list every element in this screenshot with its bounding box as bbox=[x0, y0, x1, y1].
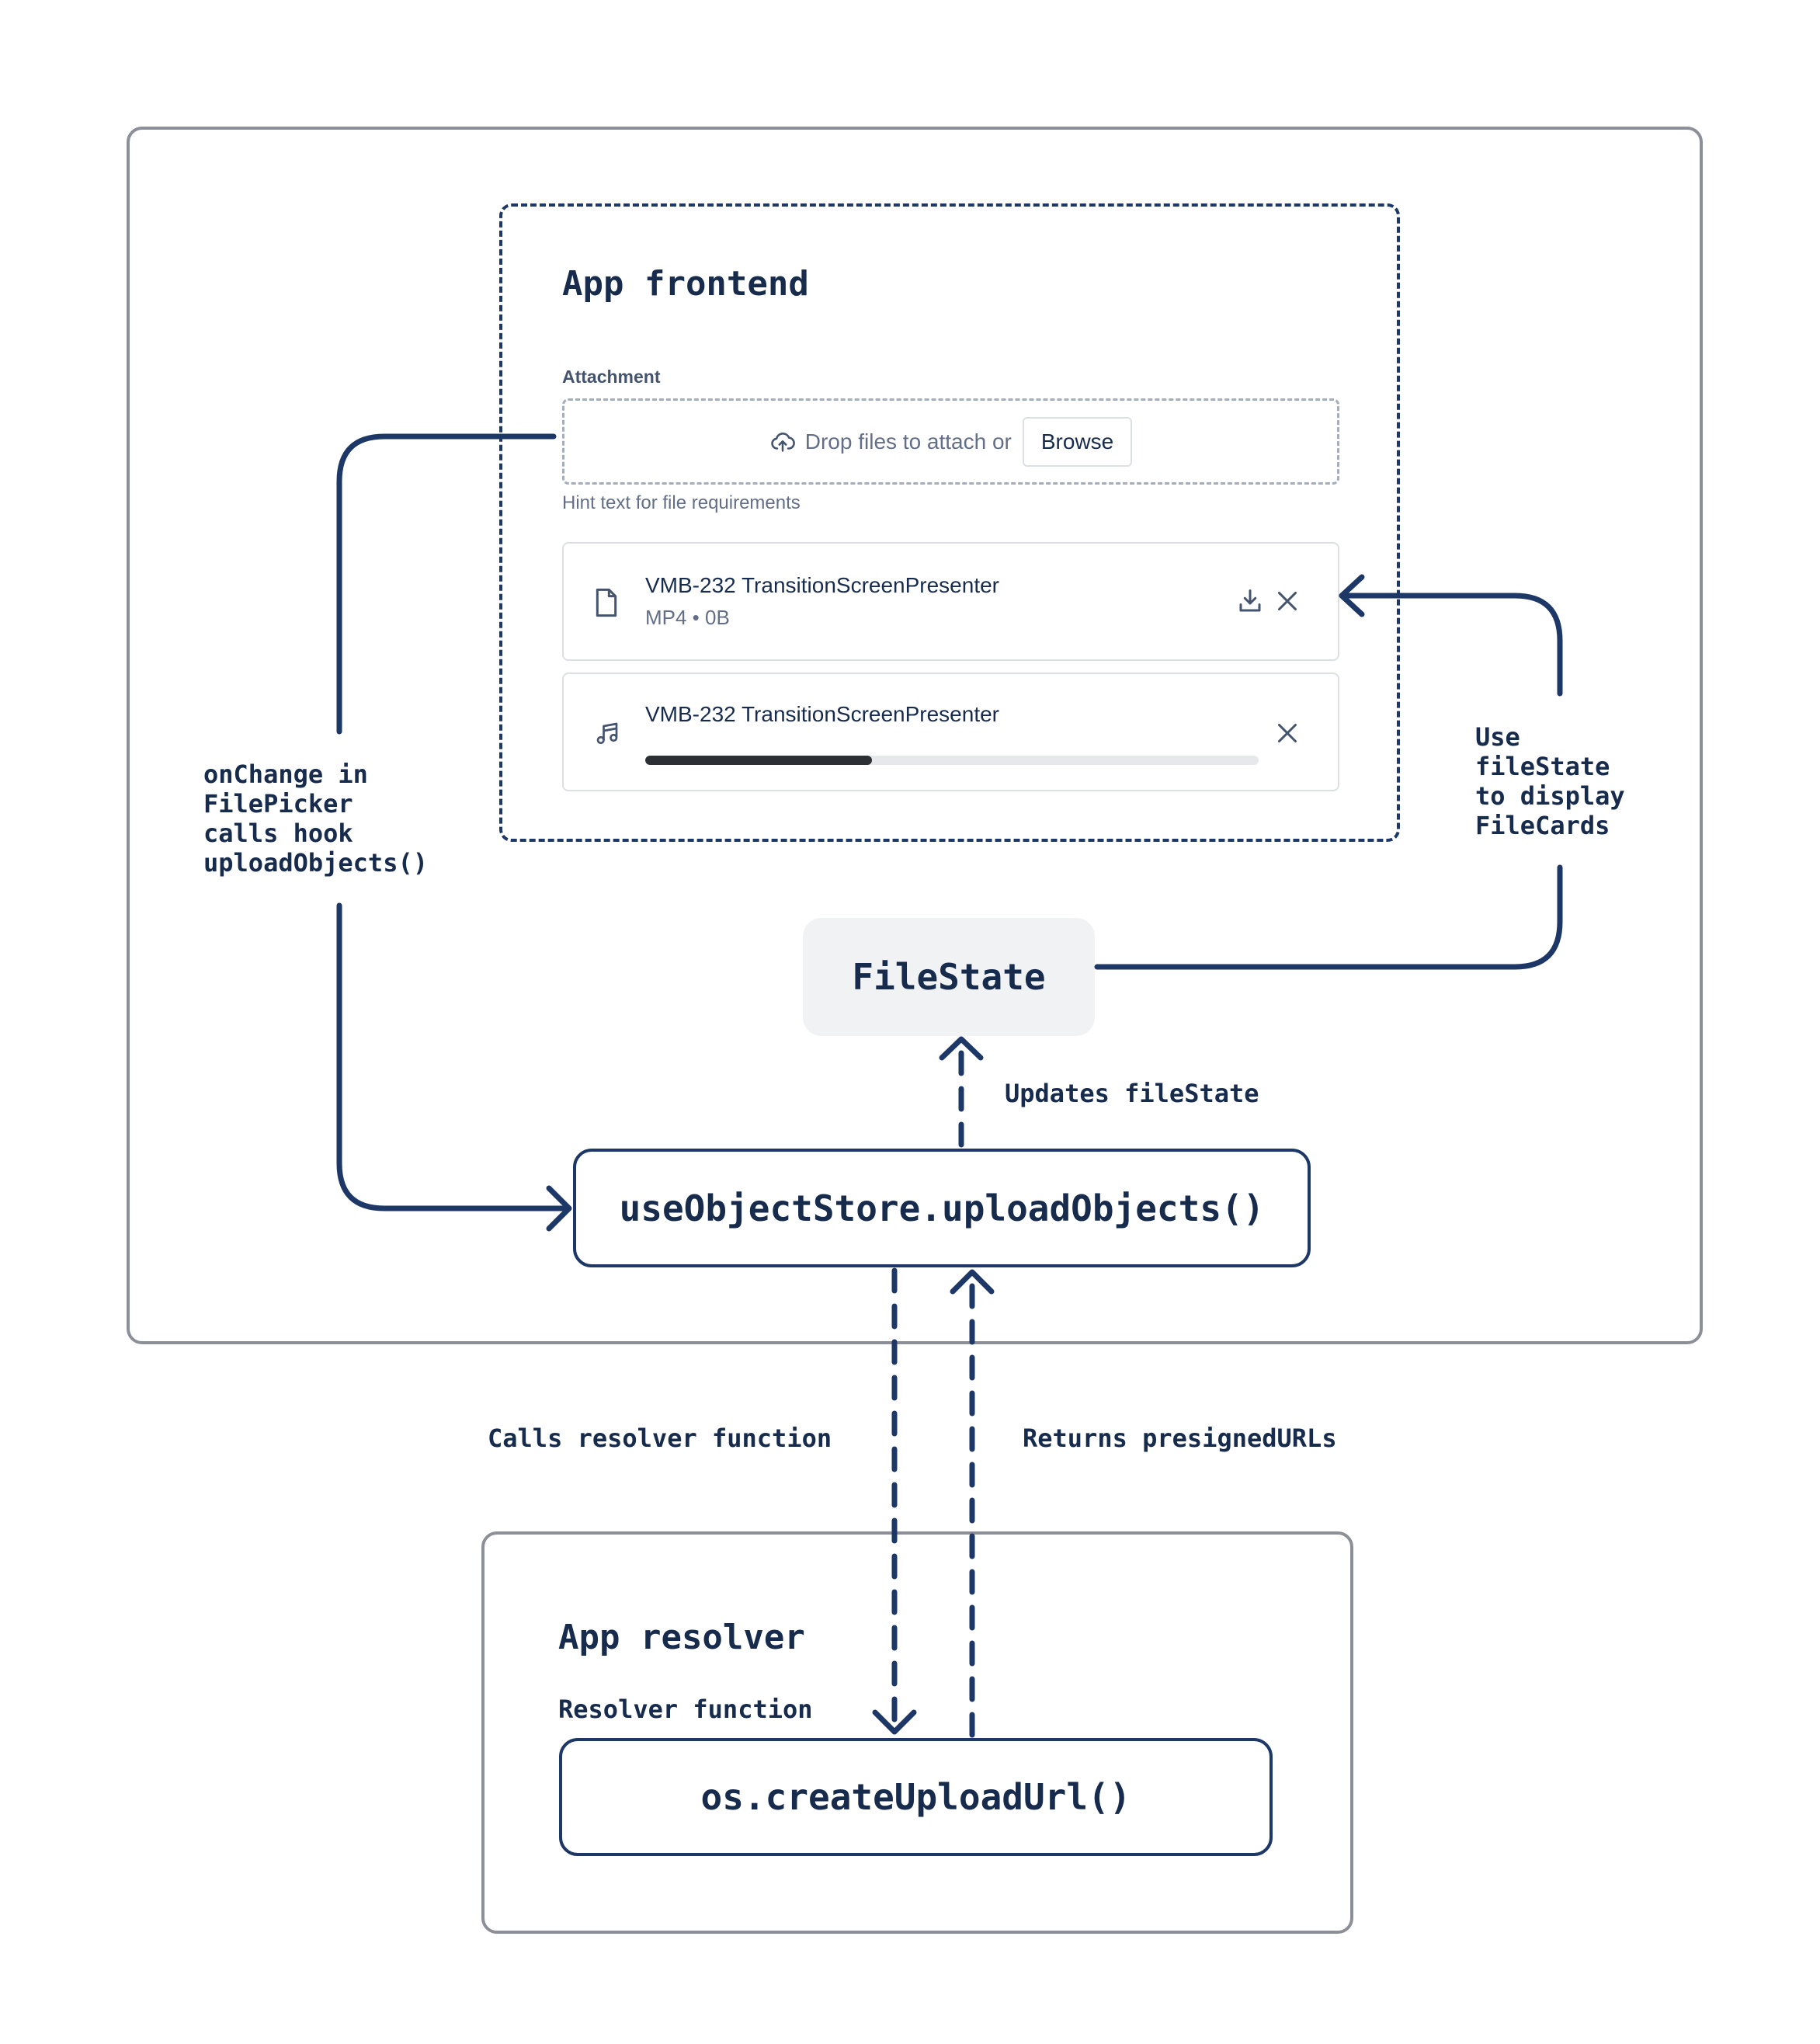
file-name: VMB-232 TransitionScreenPresenter bbox=[645, 702, 999, 726]
onchange-annotation: onChange in FilePicker calls hook upload… bbox=[203, 760, 428, 878]
resolver-title: App resolver bbox=[558, 1618, 805, 1657]
file-dropzone[interactable]: Drop files to attach or Browse bbox=[562, 398, 1339, 485]
annotation-line: fileState bbox=[1475, 752, 1610, 781]
hook-label: useObjectStore.uploadObjects() bbox=[619, 1187, 1265, 1229]
browse-button[interactable]: Browse bbox=[1022, 416, 1133, 467]
close-icon[interactable] bbox=[1273, 719, 1301, 747]
returns-urls-annotation: Returns presignedURLs bbox=[1023, 1424, 1337, 1453]
file-icon bbox=[596, 588, 617, 617]
drop-files-text: Drop files to attach or bbox=[804, 429, 1012, 454]
annotation-line: onChange in bbox=[203, 760, 368, 789]
file-meta: MP4 • 0B bbox=[645, 606, 730, 629]
upload-objects-hook-node: useObjectStore.uploadObjects() bbox=[573, 1149, 1311, 1267]
close-icon[interactable] bbox=[1273, 587, 1301, 615]
calls-resolver-annotation: Calls resolver function bbox=[488, 1424, 832, 1453]
upload-progress-bar bbox=[645, 756, 1259, 765]
cloud-upload-icon bbox=[771, 432, 795, 452]
music-icon bbox=[596, 722, 618, 745]
attachment-label: Attachment bbox=[562, 367, 661, 387]
file-name: VMB-232 TransitionScreenPresenter bbox=[645, 573, 999, 597]
create-upload-url-label: os.createUploadUrl() bbox=[700, 1776, 1131, 1818]
annotation-line: uploadObjects() bbox=[203, 848, 428, 878]
file-card: VMB-232 TransitionScreenPresenter MP4 • … bbox=[562, 542, 1339, 661]
upload-progress-fill bbox=[645, 756, 873, 765]
app-resolver-container bbox=[481, 1531, 1353, 1934]
create-upload-url-node: os.createUploadUrl() bbox=[559, 1738, 1273, 1856]
file-hint-text: Hint text for file requirements bbox=[562, 492, 801, 513]
annotation-line: calls hook bbox=[203, 819, 353, 848]
resolver-subtitle: Resolver function bbox=[558, 1695, 813, 1724]
file-card-uploading: VMB-232 TransitionScreenPresenter bbox=[562, 673, 1339, 791]
filestate-node: FileState bbox=[803, 918, 1095, 1036]
frontend-title: App frontend bbox=[562, 264, 809, 304]
download-icon[interactable] bbox=[1236, 587, 1264, 615]
updates-filestate-annotation: Updates fileState bbox=[1005, 1079, 1259, 1108]
filestate-label: FileState bbox=[852, 956, 1046, 998]
annotation-line: FilePicker bbox=[203, 789, 353, 819]
application-boundary bbox=[127, 127, 1703, 1344]
annotation-line: Use bbox=[1475, 722, 1520, 752]
annotation-line: to display bbox=[1475, 781, 1625, 811]
use-filestate-annotation: Use fileState to display FileCards bbox=[1475, 722, 1625, 840]
annotation-line: FileCards bbox=[1475, 811, 1610, 840]
